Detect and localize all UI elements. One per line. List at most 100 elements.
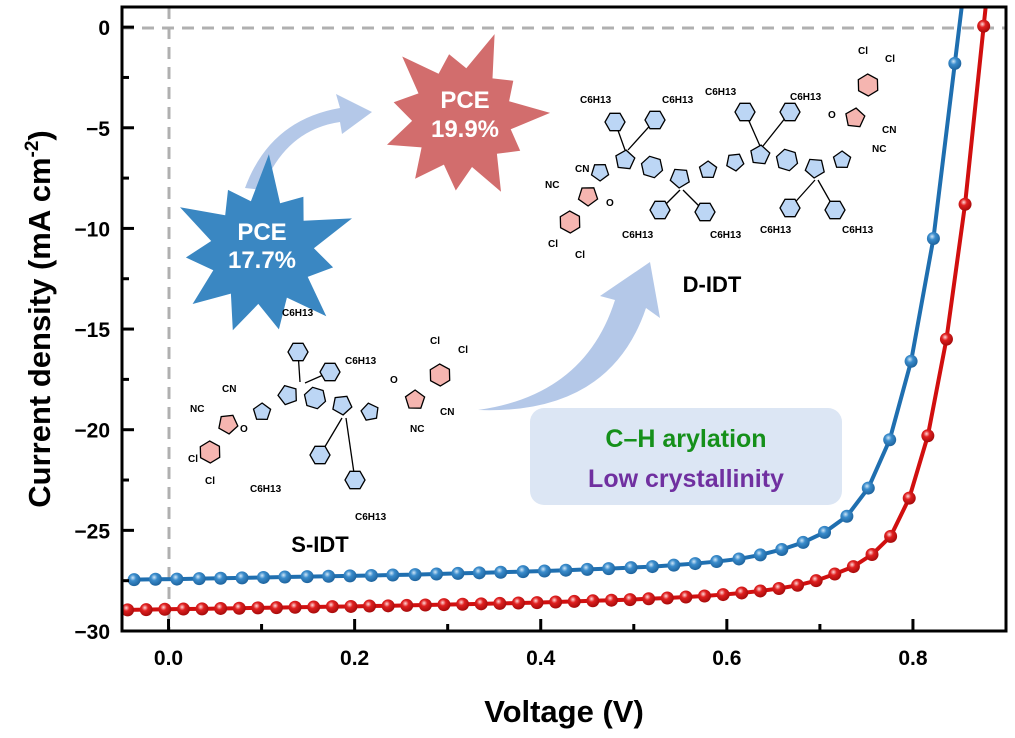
atom-label: NC [545, 180, 559, 191]
atom-label: C6H13 [250, 484, 282, 495]
atom-label: Cl [548, 239, 558, 250]
pce-star-d-idt: PCE 19.9% [387, 34, 551, 192]
y-axis-title-sup: -2 [22, 141, 43, 158]
pentagon-ring [832, 150, 852, 169]
data-point [580, 562, 594, 576]
data-point [288, 600, 302, 614]
data-point [904, 354, 918, 368]
hexagon-ring [559, 210, 581, 234]
data-point [645, 560, 659, 574]
data-point [698, 589, 712, 603]
y-tick-label: −5 [86, 118, 110, 141]
data-point [232, 601, 246, 615]
atom-label: C6H13 [282, 308, 314, 319]
data-point [735, 586, 749, 600]
data-point [418, 598, 432, 612]
data-point [753, 548, 767, 562]
atom-label: Cl [205, 476, 215, 487]
data-point [493, 596, 507, 610]
data-point [624, 561, 638, 575]
atom-label: C6H13 [345, 356, 377, 367]
data-point [775, 542, 789, 556]
atom-label: C6H13 [705, 87, 737, 98]
pentagon-ring [590, 163, 610, 182]
atom-label: CN [440, 407, 454, 418]
data-point [791, 578, 805, 592]
data-point [902, 491, 916, 505]
data-point [559, 563, 573, 577]
data-point [192, 572, 206, 586]
hexagon-ring [649, 200, 671, 220]
atom-label: Cl [885, 54, 895, 65]
data-point [400, 598, 414, 612]
data-point [567, 594, 581, 608]
data-point [251, 601, 265, 615]
atom-label: Cl [858, 46, 868, 57]
data-point [344, 599, 358, 613]
data-point [148, 572, 162, 586]
data-point [772, 582, 786, 596]
data-point [884, 529, 898, 543]
x-tick-label: 0.8 [898, 647, 928, 670]
y-tick-label: −20 [74, 420, 110, 443]
data-point [269, 601, 283, 615]
data-point [926, 231, 940, 245]
data-point [642, 592, 656, 606]
hexagon-ring [857, 73, 879, 97]
data-point [753, 584, 767, 598]
data-point [846, 560, 860, 574]
data-point [958, 197, 972, 211]
atom-label: O [828, 110, 836, 121]
pce-s-value: 17.7% [228, 247, 296, 274]
pentagon-ring [615, 149, 636, 170]
data-point [667, 558, 681, 572]
data-point [363, 599, 377, 613]
data-point [437, 598, 451, 612]
hexagon-ring [775, 148, 799, 172]
data-point [660, 591, 674, 605]
x-tick-label: 0.6 [712, 647, 741, 670]
series-line [134, 7, 964, 582]
data-point [796, 535, 810, 549]
y-tick-label: −25 [74, 520, 110, 543]
atom-label: NC [190, 404, 204, 415]
y-tick-label: 0 [98, 17, 110, 40]
hexagon-ring [429, 363, 451, 387]
data-point [322, 569, 336, 583]
data-point [818, 525, 832, 539]
atom-label: C6H13 [622, 230, 654, 241]
s-idt-label: S-IDT [291, 532, 349, 557]
hexagon-ring [779, 198, 801, 218]
atom-label: Cl [188, 454, 198, 465]
data-point [214, 601, 228, 615]
data-point [716, 588, 730, 602]
atom-label: Cl [458, 345, 468, 356]
data-point [300, 570, 314, 584]
data-point [451, 566, 465, 580]
data-point [604, 593, 618, 607]
data-point [195, 602, 209, 616]
data-point [549, 595, 563, 609]
data-point [828, 567, 842, 581]
box-line-arylation: C–H arylation [605, 425, 766, 453]
pentagon-ring [804, 158, 825, 179]
data-point [809, 574, 823, 588]
hexagon-ring [303, 386, 327, 410]
y-axis-title-close: ) [22, 130, 57, 140]
y-axis-title-main: Current density (mA cm [22, 157, 57, 507]
data-point [688, 557, 702, 571]
pentagon-ring [404, 389, 426, 409]
atom-label: Cl [575, 250, 585, 261]
atom-label: C6H13 [710, 230, 742, 241]
data-point [516, 565, 530, 579]
atom-label: O [606, 198, 614, 209]
atom-label: C6H13 [760, 225, 792, 236]
data-point [883, 433, 897, 447]
atom-label: NC [410, 424, 424, 435]
atom-label: NC [872, 144, 886, 155]
data-point [732, 552, 746, 566]
data-point [278, 570, 292, 584]
data-point [977, 19, 991, 33]
